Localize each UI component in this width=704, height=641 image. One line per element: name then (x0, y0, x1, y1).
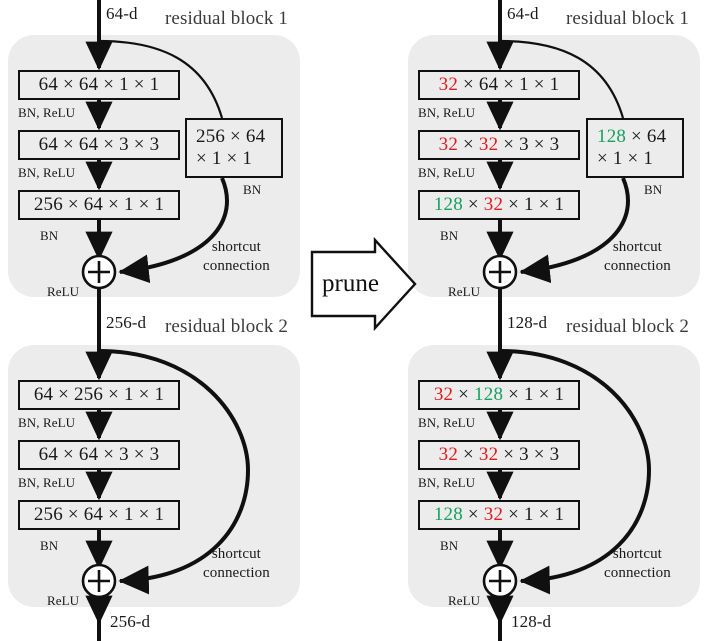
conv-dim-token: × (453, 384, 475, 406)
conv-label: 64 × 64 × 3 × 3 (38, 444, 160, 466)
conv-label: 128 × 32 × 1 × 1 (434, 194, 564, 216)
right-input-dim: 64-d (507, 4, 539, 23)
conv-dim-token: × 1 × 1 (503, 194, 565, 216)
conv-label: 32 × 32 × 3 × 3 (439, 444, 560, 466)
conv-dim-token: × 1 × 1 (503, 504, 565, 526)
right-block2-norm3: BN (440, 538, 459, 553)
left-block1-conv1[interactable]: 64 × 64 × 1 × 1 (18, 70, 180, 100)
left-block2-conv3[interactable]: 256 × 64 × 1 × 1 (18, 500, 180, 530)
conv-dim-token: 128 (433, 194, 463, 216)
conv-label: 256 × 64 × 1 × 1 (33, 194, 165, 216)
right-block1-norm2: BN, ReLU (418, 165, 476, 180)
right-block1-shortcut-conv[interactable]: 128 × 64 × 1 × 1 (586, 118, 684, 178)
right-block1-conv1[interactable]: 32 × 64 × 1 × 1 (418, 70, 580, 100)
right-block2-input-dim: 128-d (507, 313, 548, 332)
shortcut-label-line1: shortcut (612, 239, 662, 255)
shortcut-label-line2: connection (203, 257, 270, 274)
left-block2-norm2: BN, ReLU (18, 475, 76, 490)
right-block1-conv3[interactable]: 128 × 32 × 1 × 1 (418, 190, 580, 220)
conv-dim-token: × 64 (626, 126, 667, 148)
right-block2-title: residual block 2 (566, 316, 689, 337)
right-block2-output-dim: 128-d (511, 612, 552, 631)
right-block2-norm1: BN, ReLU (418, 415, 476, 430)
conv-dim-token: 32 (483, 194, 504, 216)
conv-label: 64 × 64 × 3 × 3 (38, 134, 160, 156)
left-block2-input-dim: 256-d (106, 313, 147, 332)
conv-dim-token: 128 (474, 384, 504, 406)
right-block2-conv1[interactable]: 32 × 128 × 1 × 1 (418, 380, 580, 410)
shortcut-label-line2: connection (604, 564, 671, 581)
shortcut-conv-line1: 256 × 64 (196, 126, 266, 148)
left-block1-title: residual block 1 (165, 8, 288, 29)
shortcut-conv-line2: × 1 × 1 (196, 148, 253, 169)
right-block1-output-activation: ReLU (448, 284, 481, 299)
right-block2-norm2: BN, ReLU (418, 475, 476, 490)
conv-label: 32 × 64 × 1 × 1 (439, 74, 560, 96)
shortcut-label-line2: connection (604, 257, 671, 274)
conv-label: 128 × 32 × 1 × 1 (434, 504, 564, 526)
conv-dim-token: 32 (478, 134, 499, 156)
right-block2-output-activation: ReLU (448, 593, 481, 608)
shortcut-label-line1: shortcut (211, 546, 261, 562)
right-block2-conv2[interactable]: 32 × 32 × 3 × 3 (418, 440, 580, 470)
left-block2-output-activation: ReLU (47, 593, 80, 608)
right-block1-shortcut-norm: BN (644, 182, 663, 197)
right-block1-shortcut-label: shortcut connection (604, 238, 671, 276)
right-block1-norm3: BN (440, 228, 459, 243)
conv-dim-token: × 3 × 3 (498, 134, 560, 156)
left-block1-shortcut-conv[interactable]: 256 × 64 × 1 × 1 (185, 118, 283, 178)
left-block2-conv1[interactable]: 64 × 256 × 1 × 1 (18, 380, 180, 410)
left-block1-norm2: BN, ReLU (18, 165, 76, 180)
conv-dim-token: 32 (433, 384, 454, 406)
left-block2-conv2[interactable]: 64 × 64 × 3 × 3 (18, 440, 180, 470)
conv-dim-token: 32 (438, 74, 459, 96)
conv-dim-token: × 64 × 1 × 1 (458, 74, 560, 96)
left-block1-shortcut-label: shortcut connection (203, 238, 270, 276)
right-block1-conv2[interactable]: 32 × 32 × 3 × 3 (418, 130, 580, 160)
conv-dim-token: × (462, 504, 484, 526)
conv-dim-token: 128 (597, 126, 627, 148)
left-block2-norm1: BN, ReLU (18, 415, 76, 430)
prune-arrow-label: prune (322, 270, 379, 297)
left-block1-norm3: BN (40, 228, 59, 243)
conv-label: 64 × 256 × 1 × 1 (33, 384, 165, 406)
shortcut-label-line1: shortcut (211, 239, 261, 255)
conv-dim-token: × (458, 444, 479, 466)
conv-label: 32 × 128 × 1 × 1 (434, 384, 564, 406)
shortcut-conv-line2: × 1 × 1 (597, 148, 654, 169)
conv-label: 256 × 64 × 1 × 1 (33, 504, 165, 526)
shortcut-label-line1: shortcut (612, 546, 662, 562)
right-block1-title: residual block 1 (566, 8, 689, 29)
conv-label: 64 × 64 × 1 × 1 (38, 74, 160, 96)
left-block1-shortcut-norm: BN (243, 182, 262, 197)
right-block2-shortcut-label: shortcut connection (604, 545, 671, 583)
shortcut-conv-line1: 128 × 64 (597, 126, 666, 148)
left-block1-conv3[interactable]: 256 × 64 × 1 × 1 (18, 190, 180, 220)
left-block2-norm3: BN (40, 538, 59, 553)
conv-dim-token: 32 (478, 444, 499, 466)
left-block2-shortcut-label: shortcut connection (203, 545, 270, 583)
left-block1-conv2[interactable]: 64 × 64 × 3 × 3 (18, 130, 180, 160)
conv-dim-token: × 1 × 1 (503, 384, 565, 406)
conv-dim-token: 128 (433, 504, 463, 526)
conv-dim-token: 32 (438, 134, 459, 156)
left-block2-output-dim: 256-d (110, 612, 151, 631)
right-block1-norm1: BN, ReLU (418, 105, 476, 120)
left-block2-title: residual block 2 (165, 316, 288, 337)
conv-dim-token: × (458, 134, 479, 156)
conv-dim-token: × (462, 194, 484, 216)
conv-dim-token: × 3 × 3 (498, 444, 560, 466)
left-input-dim: 64-d (106, 4, 138, 23)
left-block1-output-activation: ReLU (47, 284, 80, 299)
right-block2-conv3[interactable]: 128 × 32 × 1 × 1 (418, 500, 580, 530)
shortcut-label-line2: connection (203, 564, 270, 581)
conv-dim-token: 32 (438, 444, 459, 466)
left-block1-norm1: BN, ReLU (18, 105, 76, 120)
conv-dim-token: 32 (483, 504, 504, 526)
conv-label: 32 × 32 × 3 × 3 (439, 134, 560, 156)
